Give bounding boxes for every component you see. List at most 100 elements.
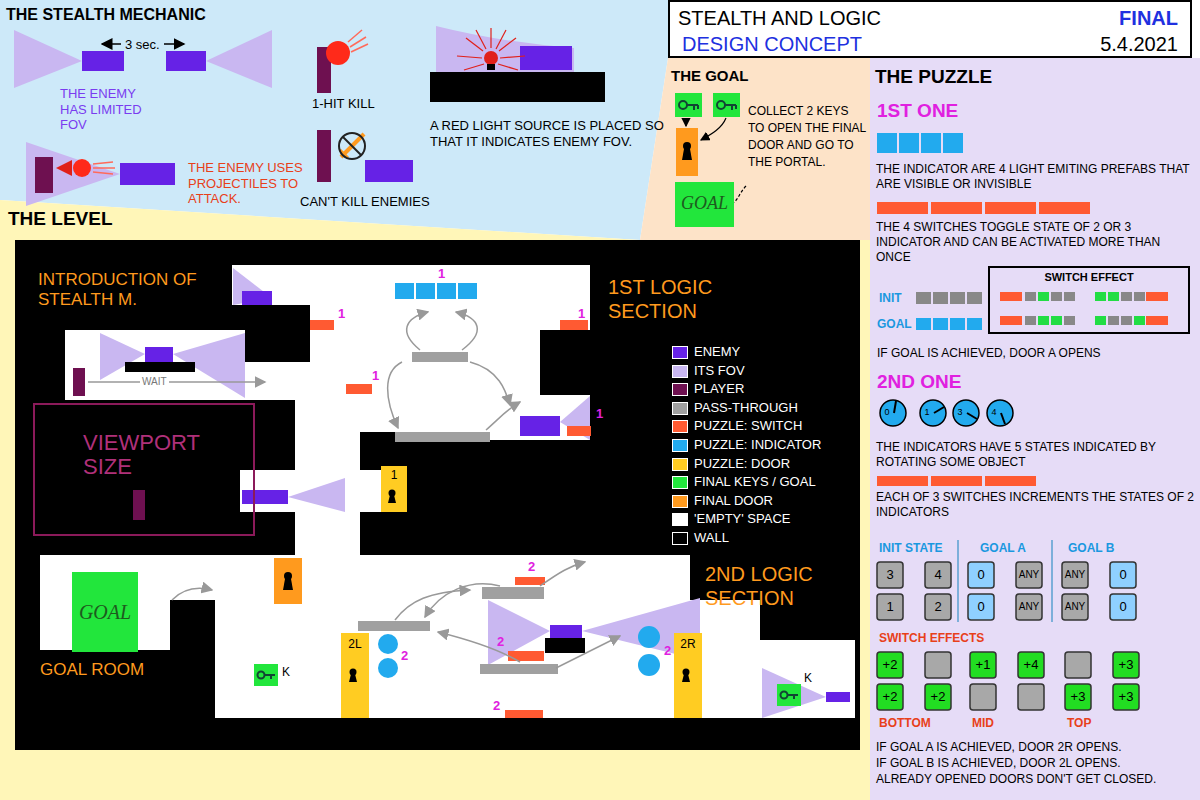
note-text: IF GOAL B IS ACHIEVED, DOOR 2L OPENS. — [876, 756, 1196, 771]
legend-swatch — [672, 458, 688, 471]
table-heading: BOTTOM — [879, 716, 931, 730]
node-text: FINAL — [1119, 6, 1178, 30]
note-text: THE 4 SWITCHES TOGGLE STATE OF 2 OR 3 IN… — [876, 220, 1196, 265]
puzzle-door: 1 — [381, 466, 407, 512]
keyhole-icon — [349, 674, 357, 682]
table-cell: ANY — [1016, 594, 1042, 620]
section-heading: THE STEALTH MECHANIC — [6, 5, 206, 24]
keyhole-icon — [347, 667, 359, 683]
puzzle-number: 2 — [401, 648, 408, 664]
switch-effect-box: SWITCH EFFECT — [988, 266, 1190, 334]
dial-number: 1 — [923, 407, 931, 418]
node-text: GOAL — [675, 193, 734, 215]
legend-text: FINAL DOOR — [694, 493, 773, 508]
keyhole-icon — [682, 674, 690, 682]
puzzle-number: 1 — [438, 266, 445, 282]
puzzle-number: 2 — [493, 698, 500, 714]
legend-swatch — [672, 365, 688, 378]
table-cell: 0 — [1110, 594, 1136, 620]
note-text: THE INDICATORS HAVE 5 STATES INDICATED B… — [876, 440, 1196, 470]
table-cell: 4 — [925, 562, 951, 588]
area-label: 1ST LOGIC SECTION — [608, 275, 738, 323]
table-cell: ANY — [1062, 594, 1088, 620]
goal-box: GOAL — [675, 182, 734, 227]
table-cell: 0 — [968, 562, 994, 588]
puzzle-door: 2R — [674, 633, 702, 718]
puzzle-number: 1 — [578, 306, 585, 322]
puzzle-number: 1 — [338, 306, 345, 322]
table-cell: +2 — [925, 684, 951, 710]
legend-text: PUZZLE: DOOR — [694, 456, 790, 471]
table-heading: INIT — [879, 291, 902, 305]
area-label: INTRODUCTION OF STEALTH M. — [38, 270, 208, 311]
table-cell: 0 — [1110, 562, 1136, 588]
table-heading: SWITCH EFFECTS — [879, 631, 984, 645]
legend-text: PUZZLE: INDICATOR — [694, 437, 821, 452]
diagram-title: STEALTH AND LOGIC — [678, 6, 881, 30]
goal-box: GOAL — [72, 572, 138, 652]
table-cell: +2 — [877, 652, 903, 678]
puzzle-number: 2 — [497, 634, 504, 650]
legend-swatch — [672, 532, 688, 545]
table-cell: 2 — [925, 594, 951, 620]
legend-text: PLAYER — [694, 381, 744, 396]
table-cell: ANY — [1062, 562, 1088, 588]
note-text: CAN'T KILL ENEMIES — [300, 194, 430, 210]
legend-text: 'EMPTY' SPACE — [694, 511, 790, 526]
puzzle-number: 2 — [664, 643, 671, 659]
puzzle-heading: 2ND ONE — [877, 371, 961, 394]
node-text: 2R — [674, 637, 702, 651]
area-label: GOAL ROOM — [40, 660, 144, 680]
puzzle-number: 1 — [596, 406, 603, 422]
key-label: K — [282, 665, 290, 679]
node-text: GOAL — [72, 600, 138, 624]
note-text: EACH OF 3 SWITCHES INCREMENTS THE STATES… — [876, 490, 1196, 520]
table-cell: +2 — [877, 684, 903, 710]
arrow-label: WAIT — [140, 376, 169, 388]
table-cell: +3 — [1065, 684, 1091, 710]
keyhole-icon — [680, 667, 692, 683]
table-cell: +1 — [970, 652, 996, 678]
legend-swatch — [672, 439, 688, 452]
node-text: 2L — [341, 637, 369, 651]
legend-swatch — [672, 495, 688, 508]
header-box: STEALTH AND LOGICDESIGN CONCEPTFINAL5.4.… — [668, 0, 1192, 58]
table-cell: +3 — [1113, 652, 1139, 678]
note-text: 3 sec. — [125, 37, 160, 53]
node-text: 5.4.2021 — [1100, 32, 1178, 56]
table-heading: TOP — [1067, 716, 1091, 730]
key-label: K — [804, 671, 812, 685]
note-text: THE ENEMY USES PROJECTILES TO ATTACK. — [188, 160, 313, 207]
table-heading: GOAL — [877, 317, 912, 331]
table-heading: INIT STATE — [879, 541, 943, 555]
legend-swatch — [672, 346, 688, 359]
dial-number: 0 — [883, 407, 891, 418]
keyhole-icon — [388, 495, 396, 503]
table-heading: GOAL B — [1068, 541, 1114, 555]
note-text: A RED LIGHT SOURCE IS PLACED SO THAT IT … — [430, 118, 665, 149]
section-heading: THE GOAL — [671, 67, 749, 85]
node-text: VIEWPORT SIZE — [83, 431, 223, 479]
legend-text: PUZZLE: SWITCH — [694, 418, 802, 433]
section-heading: THE PUZZLE — [875, 66, 992, 89]
puzzle-door: 2L — [341, 633, 369, 718]
legend-text: PASS-THROUGH — [694, 400, 798, 415]
legend-text: ITS FOV — [694, 363, 745, 378]
note-text: IF GOAL A IS ACHIEVED, DOOR 2R OPENS. — [876, 740, 1196, 755]
legend-swatch — [672, 383, 688, 396]
table-cell: +3 — [1113, 684, 1139, 710]
puzzle-heading: 1ST ONE — [877, 100, 958, 123]
dial-number: 4 — [990, 407, 998, 418]
table-cell: +4 — [1018, 652, 1044, 678]
table-heading: GOAL A — [980, 541, 1026, 555]
note-text: 1-HIT KILL — [312, 96, 375, 112]
legend-text: FINAL KEYS / GOAL — [694, 474, 816, 489]
legend-swatch — [672, 476, 688, 489]
note-text: IF GOAL IS ACHIEVED, DOOR A OPENS — [877, 346, 1101, 361]
puzzle-number: 1 — [372, 368, 379, 384]
legend-text: ENEMY — [694, 344, 740, 359]
puzzle-number: 2 — [528, 559, 535, 575]
keyhole-icon — [386, 488, 398, 504]
legend-swatch — [672, 513, 688, 526]
